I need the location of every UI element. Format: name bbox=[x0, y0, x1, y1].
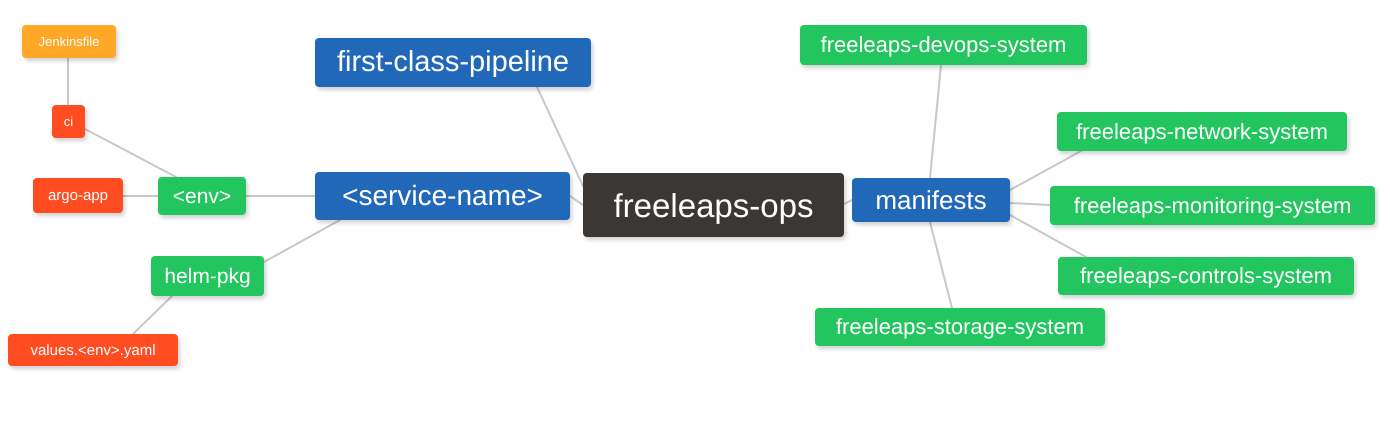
node-freeleaps-network-system[interactable]: freeleaps-network-system bbox=[1057, 112, 1347, 151]
edge-freeleaps-ops-to-service-name bbox=[569, 195, 584, 206]
node-manifests[interactable]: manifests bbox=[852, 178, 1010, 222]
node-argo-app[interactable]: argo-app bbox=[33, 178, 123, 213]
edge-manifests-to-freeleaps-monitoring-system bbox=[1009, 202, 1051, 206]
node-freeleaps-storage-system[interactable]: freeleaps-storage-system bbox=[815, 308, 1105, 346]
edge-manifests-to-freeleaps-storage-system bbox=[929, 221, 953, 309]
node-freeleaps-monitoring-system[interactable]: freeleaps-monitoring-system bbox=[1050, 186, 1375, 225]
edge-service-name-to-helm-pkg bbox=[263, 219, 341, 263]
node-first-class-pipeline[interactable]: first-class-pipeline bbox=[315, 38, 591, 87]
edge-freeleaps-ops-to-manifests bbox=[843, 199, 853, 205]
node-freeleaps-ops[interactable]: freeleaps-ops bbox=[583, 173, 844, 237]
edge-helm-pkg-to-values-env-yaml bbox=[132, 295, 173, 335]
node-ci[interactable]: ci bbox=[52, 105, 85, 138]
node-freeleaps-controls-system[interactable]: freeleaps-controls-system bbox=[1058, 257, 1354, 295]
edge-env-to-ci bbox=[84, 128, 177, 178]
node-service-name[interactable]: <service-name> bbox=[315, 172, 570, 220]
node-freeleaps-devops-system[interactable]: freeleaps-devops-system bbox=[800, 25, 1087, 65]
node-jenkinsfile[interactable]: Jenkinsfile bbox=[22, 25, 116, 58]
node-env[interactable]: <env> bbox=[158, 177, 246, 215]
edge-manifests-to-freeleaps-network-system bbox=[1009, 150, 1082, 191]
node-values-env-yaml[interactable]: values.<env>.yaml bbox=[8, 334, 178, 366]
edge-manifests-to-freeleaps-devops-system bbox=[929, 64, 942, 179]
node-helm-pkg[interactable]: helm-pkg bbox=[151, 256, 264, 296]
